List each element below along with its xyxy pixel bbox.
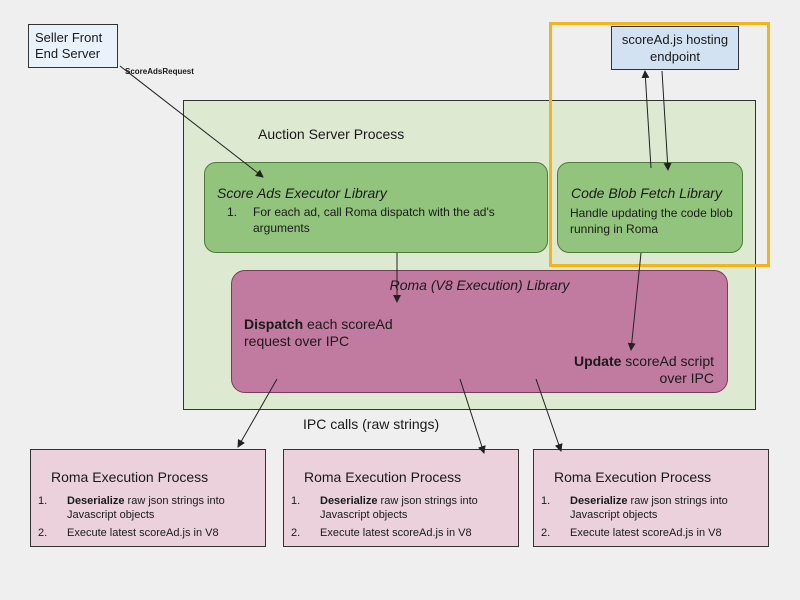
score-ads-request-label: ScoreAdsRequest: [125, 67, 194, 76]
fetch-title: Code Blob Fetch Library: [571, 185, 722, 201]
process-item-text: Execute latest scoreAd.js in V8: [67, 527, 219, 539]
fetch-description: Handle updating the code blob running in…: [570, 206, 733, 236]
process-item-text: Deserialize raw json strings into Javasc…: [570, 494, 765, 522]
seller-line-2: End Server: [35, 46, 101, 61]
arrow-seller-to-executor: [119, 65, 264, 178]
roma-execution-process-2: Roma Execution Process 1. Deserialize ra…: [283, 449, 519, 547]
auction-server-title: Auction Server Process: [258, 126, 405, 142]
executor-item-text: For each ad, call Roma dispatch with the…: [253, 205, 495, 235]
process-item-number: 1.: [38, 495, 48, 507]
process-title: Roma Execution Process: [51, 469, 209, 485]
deserialize-bold: Deserialize: [67, 495, 125, 507]
process-item-number: 2.: [38, 527, 48, 539]
endpoint-line-1: scoreAd.js hosting: [621, 32, 729, 47]
dispatch-bold: Dispatch: [244, 316, 304, 332]
deserialize-rest: raw json strings into Javascript objects: [320, 495, 478, 521]
highlight-frame: [549, 22, 770, 267]
roma-v8-execution-library: Roma (V8 Execution) Library Dispatch eac…: [231, 270, 728, 393]
roma-execution-process-1: Roma Execution Process 1. Deserialize ra…: [30, 449, 266, 547]
process-item-number: 2.: [291, 527, 301, 539]
update-text: Update scoreAd script over IPC: [564, 353, 714, 387]
endpoint-line-2: endpoint: [650, 49, 700, 64]
deserialize-rest: raw json strings into Javascript objects: [67, 495, 225, 521]
process-item-text: Execute latest scoreAd.js in V8: [570, 527, 722, 539]
arrow-endpoint-to-fetch: [661, 70, 672, 171]
code-blob-fetch-library: Code Blob Fetch Library Handle updating …: [557, 162, 743, 253]
process-item-text: Deserialize raw json strings into Javasc…: [320, 494, 515, 522]
arrow-roma-to-process-2: [459, 378, 486, 454]
dispatch-text: Dispatch each scoreAd request over IPC: [244, 316, 424, 350]
process-item-text: Deserialize raw json strings into Javasc…: [67, 494, 262, 522]
roma-title: Roma (V8 Execution) Library: [389, 277, 570, 293]
update-bold: Update: [573, 353, 622, 369]
deserialize-bold: Deserialize: [320, 495, 378, 507]
seller-line-1: Seller Front: [35, 30, 103, 45]
process-item-number: 1.: [291, 495, 301, 507]
arrow-fetch-to-endpoint: [641, 70, 652, 169]
arrow-roma-to-process-3: [535, 378, 563, 452]
arrow-fetch-to-roma: [627, 252, 642, 351]
deserialize-bold: Deserialize: [570, 495, 628, 507]
dispatch-rest: each scoreAd request over IPC: [244, 316, 393, 349]
process-title: Roma Execution Process: [304, 469, 462, 485]
deserialize-rest: raw json strings into Javascript objects: [570, 495, 728, 521]
seller-front-end-server: Seller Front End Server: [28, 24, 118, 68]
process-item-text: Execute latest scoreAd.js in V8: [320, 527, 472, 539]
arrow-roma-to-process-1: [237, 378, 278, 448]
ipc-calls-label: IPC calls (raw strings): [303, 416, 440, 432]
process-item-number: 1.: [541, 495, 551, 507]
score-ad-hosting-endpoint: scoreAd.js hosting endpoint: [611, 26, 739, 70]
update-rest: scoreAd script over IPC: [621, 353, 714, 386]
executor-title: Score Ads Executor Library: [217, 185, 387, 201]
roma-execution-process-3: Roma Execution Process 1. Deserialize ra…: [533, 449, 769, 547]
process-title: Roma Execution Process: [554, 469, 712, 485]
executor-item-number: 1.: [227, 205, 238, 219]
process-item-number: 2.: [541, 527, 551, 539]
